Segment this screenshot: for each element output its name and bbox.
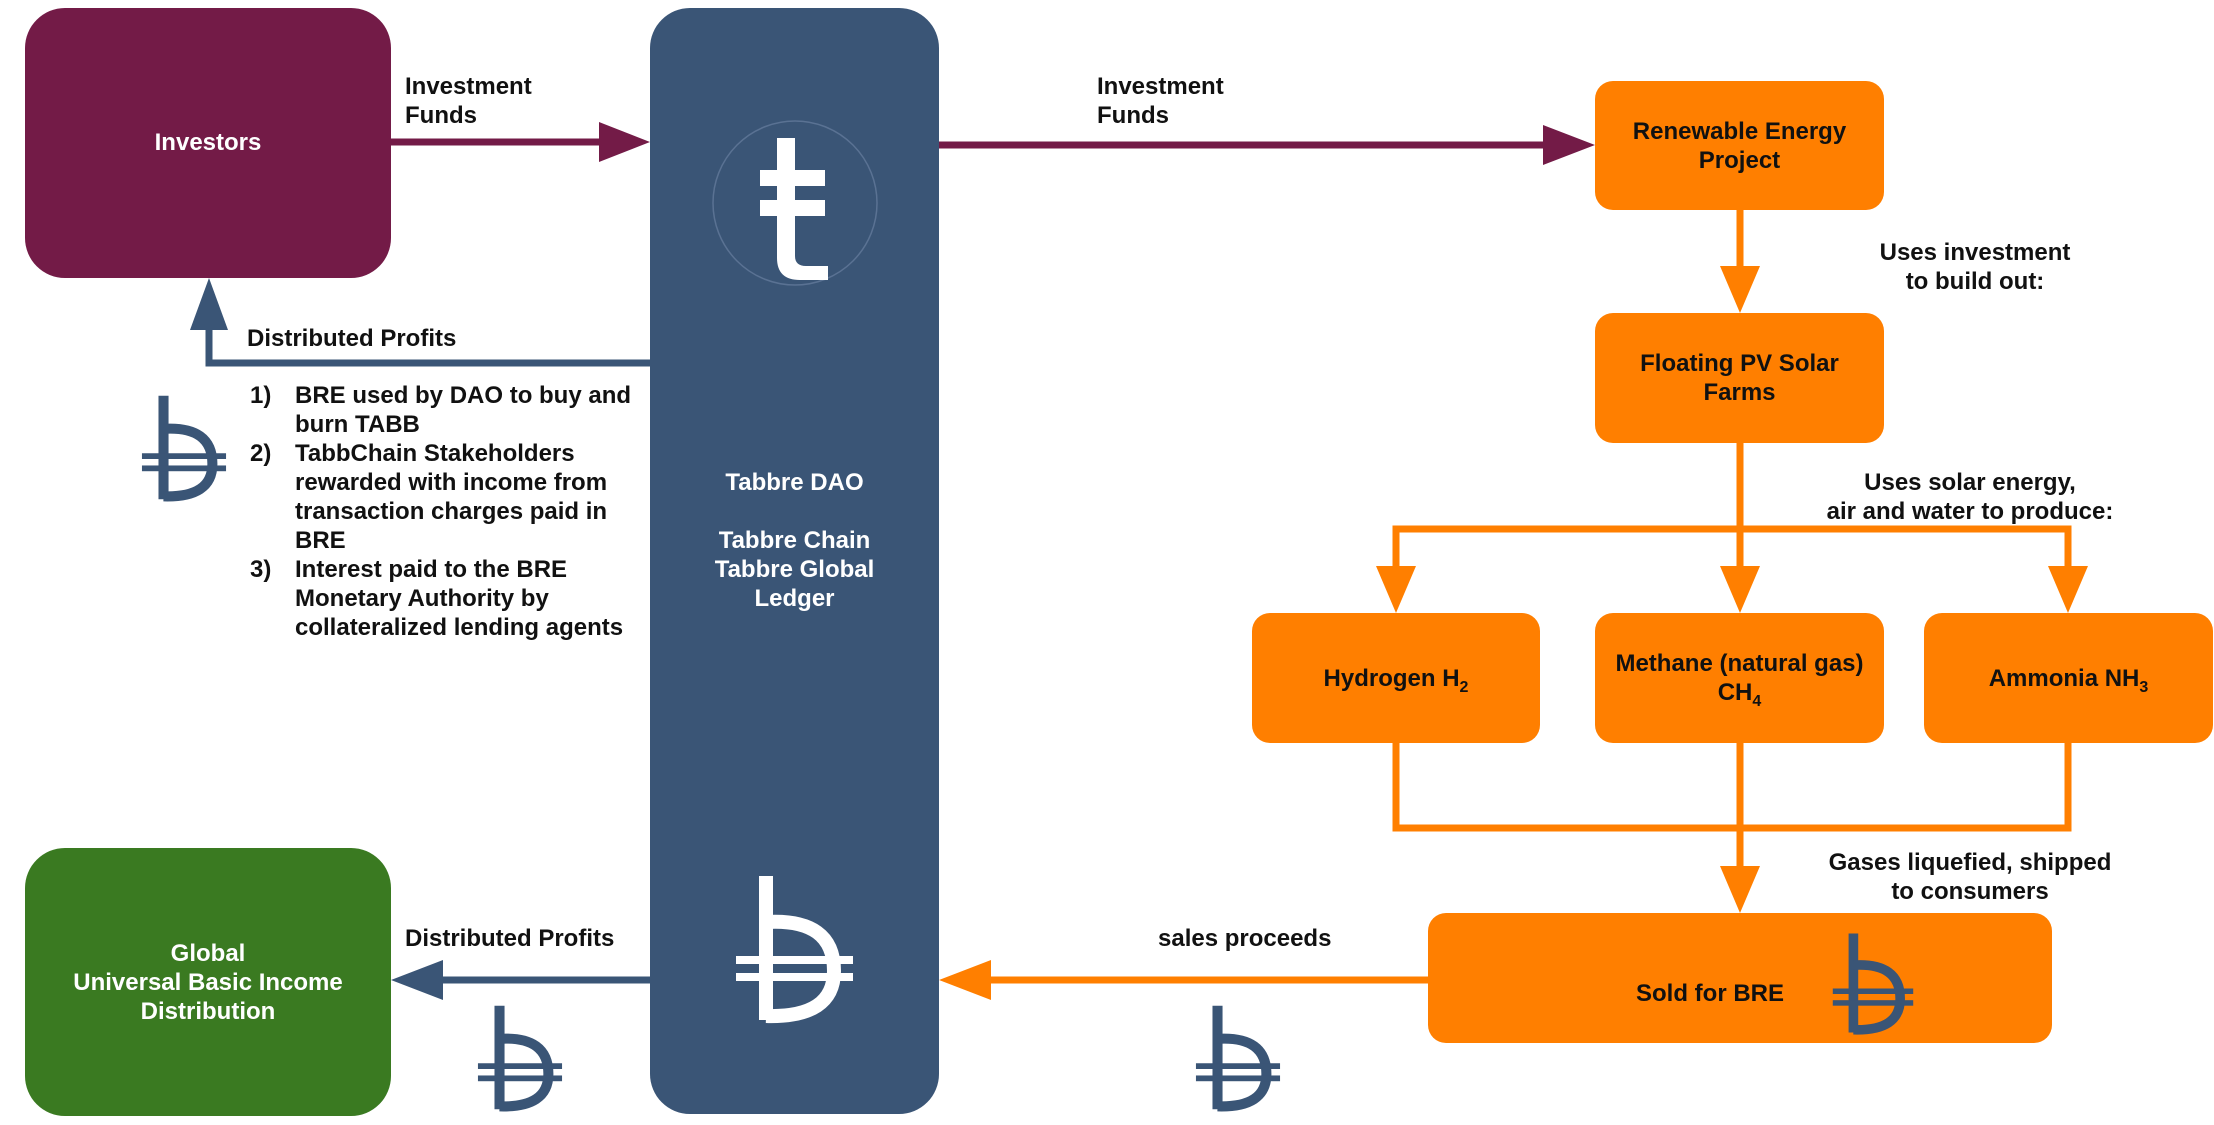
hydrogen-node: Hydrogen H2 xyxy=(1252,613,1540,743)
floating-pv-solar-farms-node: Floating PV Solar Farms xyxy=(1595,313,1884,443)
sales-proceeds-label: sales proceeds xyxy=(1158,925,1332,952)
investment-funds-label-left: Investment Funds xyxy=(405,72,532,130)
uses-investment-line-2: to build out: xyxy=(1905,268,2045,295)
hydrogen-subscript: 2 xyxy=(1459,678,1469,696)
list-item: 3) Interest paid to the BRE Monetary Aut… xyxy=(250,555,650,642)
ammonia-node: Ammonia NH3 xyxy=(1924,613,2213,743)
dao-line-2: Tabbre Global xyxy=(714,556,875,583)
list-item: 2) TabbChain Stakeholders rewarded with … xyxy=(250,439,650,555)
methane-node: Methane (natural gas) CH4 xyxy=(1595,613,1884,743)
uses-investment-line-1: Uses investment xyxy=(1879,239,2071,266)
global-ubi-node: Global Universal Basic Income Distributi… xyxy=(25,848,391,1116)
arrow-gases-to-sold xyxy=(1392,743,2072,913)
investment-funds-right-line-2: Funds xyxy=(1097,102,1169,129)
bre-currency-icon xyxy=(477,1005,563,1112)
list-item-number: 2) xyxy=(250,440,272,467)
gases-liquefied-line-1: Gases liquefied, shipped xyxy=(1828,849,2112,876)
uses-solar-line-2: air and water to produce: xyxy=(1826,498,2114,525)
distributed-profits-label-top: Distributed Profits xyxy=(247,325,457,352)
ubi-line-1: Global xyxy=(170,939,246,967)
renewable-line-1: Renewable Energy xyxy=(1632,117,1847,145)
tabbre-dao-node: Tabbre DAO Tabbre Chain Tabbre Global Le… xyxy=(650,8,939,1114)
gases-liquefied-label: Gases liquefied, shipped to consumers xyxy=(1800,848,2140,906)
list-item: 1) BRE used by DAO to buy and burn TABB xyxy=(250,381,650,439)
investors-label: Investors xyxy=(154,129,262,156)
uses-solar-line-1: Uses solar energy, xyxy=(1864,469,2076,496)
arrow-dao-to-investors xyxy=(190,278,650,367)
sold-label: Sold for BRE xyxy=(1636,979,1784,1007)
investment-funds-right-line-1: Investment xyxy=(1097,73,1224,100)
ammonia-subscript: 3 xyxy=(2139,678,2149,696)
dao-title: Tabbre DAO xyxy=(725,469,864,496)
renewable-energy-project-node: Renewable Energy Project xyxy=(1595,81,1884,210)
arrow-investors-to-dao xyxy=(391,122,650,162)
methane-formula: CH xyxy=(1717,679,1753,706)
profit-sources-list: 1) BRE used by DAO to buy and burn TABB … xyxy=(250,381,650,642)
dao-line-3: Ledger xyxy=(754,585,835,612)
sold-for-bre-node: Sold for BRE xyxy=(1428,913,2052,1043)
methane-line-1: Methane (natural gas) xyxy=(1615,650,1864,677)
uses-solar-label: Uses solar energy, air and water to prod… xyxy=(1800,468,2140,526)
ubi-line-2: Universal Basic Income xyxy=(73,968,343,996)
list-item-number: 1) xyxy=(250,382,272,409)
bre-currency-icon xyxy=(141,395,227,502)
bre-currency-icon xyxy=(736,876,853,1024)
investment-funds-left-line-1: Investment xyxy=(405,73,532,100)
arrow-pv-to-gases xyxy=(1376,443,2088,613)
gases-liquefied-line-2: to consumers xyxy=(1891,878,2049,905)
dao-line-1: Tabbre Chain xyxy=(718,527,871,554)
arrow-dao-to-ubi xyxy=(391,960,650,1000)
uses-investment-label: Uses investment to build out: xyxy=(1825,238,2125,296)
investment-funds-left-line-2: Funds xyxy=(405,102,477,129)
arrow-dao-to-renewable xyxy=(939,125,1595,165)
methane-subscript: 4 xyxy=(1752,693,1762,710)
arrow-sold-to-dao xyxy=(939,960,1428,1000)
bre-currency-icon xyxy=(1195,1005,1281,1112)
pv-line-2: Farms xyxy=(1703,379,1776,406)
ubi-line-3: Distribution xyxy=(140,997,276,1025)
list-item-text: TabbChain Stakeholders rewarded with inc… xyxy=(295,440,608,554)
list-item-text: Interest paid to the BRE Monetary Author… xyxy=(295,556,624,641)
distributed-profits-label-bottom: Distributed Profits xyxy=(405,925,615,952)
hydrogen-label: Hydrogen H xyxy=(1323,664,1460,692)
investors-node: Investors xyxy=(25,8,391,278)
list-item-number: 3) xyxy=(250,556,272,583)
arrow-renewable-to-pv xyxy=(1720,210,1760,313)
investment-funds-label-right: Investment Funds xyxy=(1097,72,1224,130)
pv-line-1: Floating PV Solar xyxy=(1640,350,1839,377)
renewable-line-2: Project xyxy=(1698,146,1781,174)
list-item-text: BRE used by DAO to buy and burn TABB xyxy=(295,382,632,438)
ammonia-label: Ammonia NH xyxy=(1988,664,2140,692)
tabb-logo-icon xyxy=(712,120,878,286)
bre-currency-icon xyxy=(1832,933,1914,1035)
